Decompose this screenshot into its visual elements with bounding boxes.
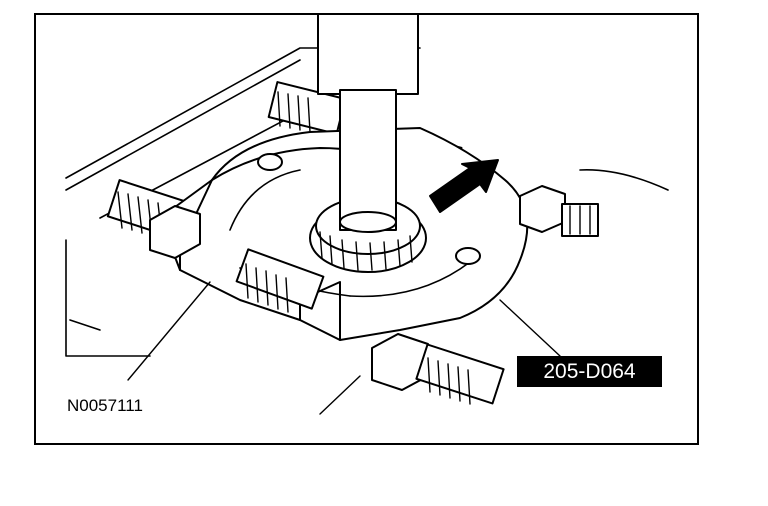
left-hex-nut [149, 205, 201, 259]
right-hex-nut [519, 185, 599, 237]
direction-arrow [429, 159, 499, 213]
front-threaded-rod-left [235, 248, 325, 313]
special-tool-label: 205-D064 [517, 356, 662, 387]
figure-id-label: N0057111 [67, 396, 143, 415]
leader-lines [127, 281, 561, 415]
press-ram-shaft [317, 13, 419, 233]
front-threaded-rod-right [371, 333, 505, 405]
